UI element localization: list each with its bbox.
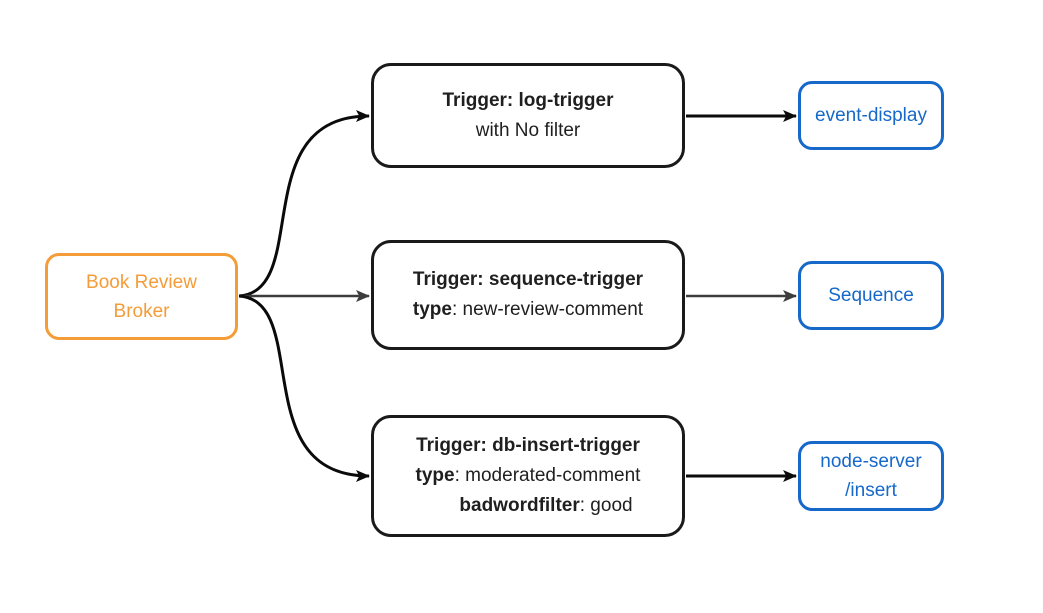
node-trigger-log: Trigger: log-trigger with No filter [371,63,685,168]
trigger-db-attr2: badwordfilter: good [459,491,632,521]
trigger-sequence-attr1-value: : new-review-comment [451,299,644,320]
trigger-log-title-text: Trigger: log-trigger [442,89,614,111]
trigger-sequence-title: Trigger: sequence-trigger [413,265,643,295]
node-node-server-insert: node-server /insert [798,441,944,511]
trigger-log-subtitle: with No filter [475,119,581,141]
node-trigger-sequence: Trigger: sequence-trigger type: new-revi… [371,240,685,350]
sequence-label: Sequence [828,285,914,306]
trigger-db-attr1-key: type [415,465,455,486]
node-sequence: Sequence [798,261,944,330]
node-server-label-line2: /insert [845,480,897,501]
broker-label-line1: Book Review [86,271,197,293]
trigger-db-title: Trigger: db-insert-trigger [416,431,640,461]
broker-label-line2: Broker [113,300,170,322]
trigger-log-title: Trigger: log-trigger [443,86,614,116]
trigger-sequence-attr1-key: type [412,299,452,320]
trigger-db-attr2-value: : good [579,495,633,516]
trigger-db-title-text: Trigger: db-insert-trigger [416,435,640,456]
node-trigger-db-insert: Trigger: db-insert-trigger type: moderat… [371,415,685,537]
trigger-db-attr1-value: : moderated-comment [454,465,641,486]
node-broker: Book Review Broker [45,253,238,340]
trigger-db-attr1: type: moderated-comment [416,461,641,491]
edge-broker-to-log-trigger [238,110,370,298]
trigger-db-attr2-key: badwordfilter [459,495,580,516]
trigger-sequence-title-text: Trigger: sequence-trigger [412,269,644,290]
node-event-display: event-display [798,81,944,150]
node-server-label-line1: node-server [820,451,922,472]
event-display-label: event-display [815,105,927,126]
edge-broker-to-db-insert-trigger [238,294,370,482]
trigger-sequence-attr1: type: new-review-comment [413,295,643,325]
